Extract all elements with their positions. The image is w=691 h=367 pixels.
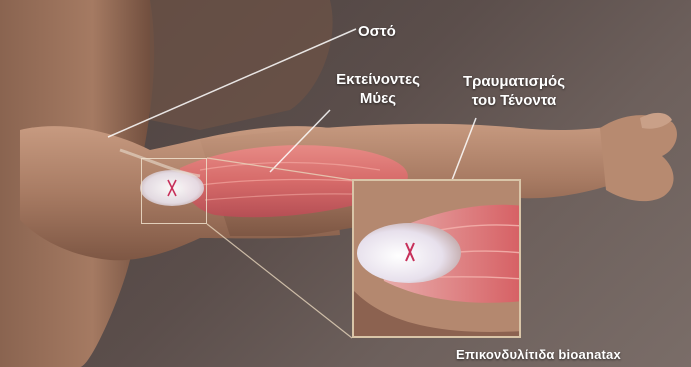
- watermark-caption: Επικονδυλίτιδα bioanatax: [456, 347, 621, 362]
- elbow-highlight-box: [141, 158, 207, 224]
- label-extensor-muscles: Εκτείνοντες Μύες: [318, 70, 438, 108]
- label-tendon-injury: Τραυματισμός του Τένοντα: [444, 72, 584, 110]
- label-extensor-muscles-line2: Μύες: [318, 89, 438, 108]
- magnified-inset: [352, 179, 521, 338]
- label-bone: Οστό: [358, 22, 396, 41]
- label-extensor-muscles-line1: Εκτείνοντες: [318, 70, 438, 89]
- label-tendon-injury-line2: του Τένοντα: [444, 91, 584, 110]
- label-tendon-injury-line1: Τραυματισμός: [444, 72, 584, 91]
- inset-tendon-drawing: [354, 181, 521, 338]
